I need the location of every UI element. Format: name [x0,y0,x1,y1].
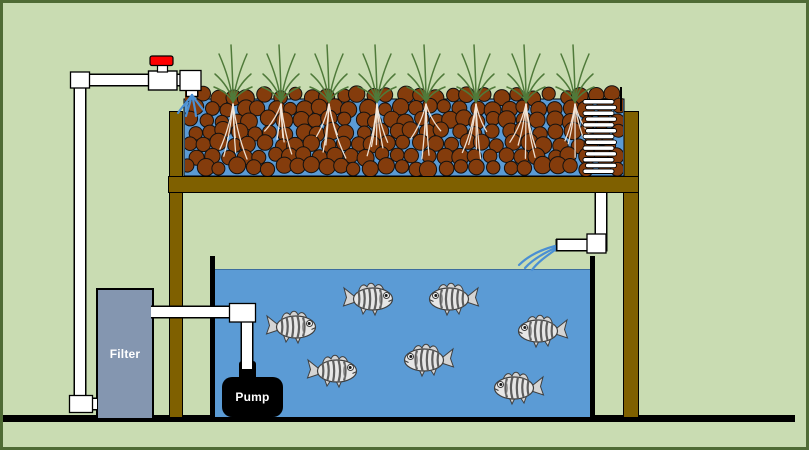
plant-roots [219,103,590,160]
overflow-stack [582,87,622,174]
plant [555,44,595,103]
filter-box: Filter [96,288,154,420]
pebble-field [185,85,623,176]
pump-label: Pump [235,390,270,404]
plant [357,44,397,103]
ground-line [2,415,795,422]
plant [506,44,546,103]
plants [213,44,595,103]
valve-handle [149,55,174,67]
plant [456,44,496,103]
valve-stem [156,61,169,73]
filter-label: Filter [109,347,141,361]
stand-leg-right [623,111,639,418]
plant [309,44,349,103]
plant [406,44,446,103]
plant [261,44,301,103]
grow-bed-media [183,85,625,177]
valve [147,55,178,91]
grow-bed-base [168,176,639,193]
fish-tank-wall-right [590,256,595,417]
plant [213,44,253,103]
bed-drain-pipe [556,193,608,252]
pump-body: Pump [222,377,283,417]
stand-leg-left [169,111,183,418]
